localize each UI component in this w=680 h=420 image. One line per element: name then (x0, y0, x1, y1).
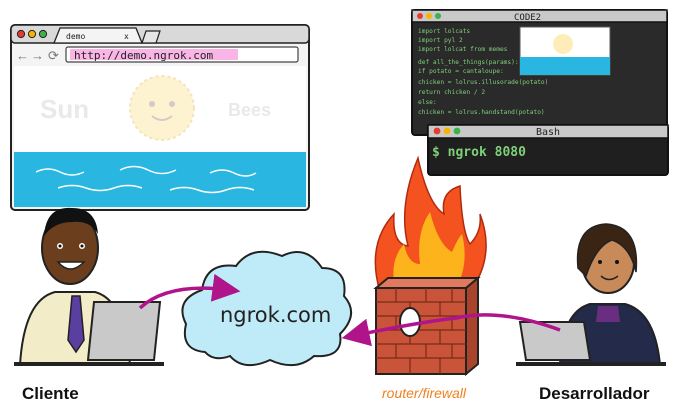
arrow-developer-to-cloud (341, 313, 561, 347)
code-line: if potato = cantaloupe: (418, 68, 504, 75)
code-line: import pyl 2 (418, 37, 463, 44)
reload-icon[interactable]: ⟳ (48, 48, 59, 63)
code-line: else: (418, 99, 437, 106)
tab-title: demo (66, 32, 85, 41)
code-editor-window: CODE2 import lolcats import pyl 2 import… (411, 9, 668, 136)
water-waves (35, 165, 257, 194)
code-line: chicken = lolrus.handstand(potato) (418, 109, 545, 116)
terminal-command: $ ngrok 8080 (432, 145, 526, 160)
client-label: Cliente (22, 384, 79, 403)
back-arrow-icon[interactable]: ← (16, 48, 29, 63)
svg-text:Sun: Sun (40, 94, 89, 124)
tab-demo[interactable]: demo x (53, 27, 143, 44)
code-listing: import lolcats import pyl 2 import lolca… (418, 28, 548, 116)
svg-text:Bees: Bees (228, 100, 271, 120)
developer-person (516, 223, 666, 366)
preview-thumbnail (519, 26, 611, 76)
ngrok-cloud: ngrok.com (181, 250, 352, 367)
url-highlight (70, 49, 238, 60)
url-text: http://demo.ngrok.com (74, 49, 213, 62)
new-tab-button[interactable] (141, 30, 161, 44)
code-line: chicken = lolrus.illusorade(potato) (418, 79, 548, 86)
brick-firewall (373, 275, 481, 377)
code-line: def all_the_things(params): (418, 59, 519, 66)
forward-arrow-icon[interactable]: → (31, 48, 44, 63)
water (14, 152, 306, 207)
fire-flame (374, 155, 487, 293)
editor-title: CODE2 (514, 13, 541, 23)
code-line: import lolcat from memes (418, 46, 508, 53)
developer-label: Desarrollador (539, 384, 650, 403)
tab-close-icon[interactable]: x (124, 32, 129, 41)
router-label: router/firewall (382, 385, 467, 401)
bash-terminal-window: Bash $ ngrok 8080 (427, 124, 669, 176)
code-line: return chicken / 2 (418, 89, 485, 96)
code-line: import lolcats (418, 28, 470, 35)
cloud-label: ngrok.com (220, 303, 331, 327)
arrow-client-to-cloud (138, 273, 241, 310)
sun-bees-logo: Sun Bees (40, 75, 271, 141)
browser-window: demo x ← → ⟳ http://demo.ngrok.com Sun B… (10, 24, 310, 211)
terminal-title: Bash (536, 127, 560, 138)
client-person (14, 207, 164, 366)
window-controls[interactable] (16, 29, 48, 39)
